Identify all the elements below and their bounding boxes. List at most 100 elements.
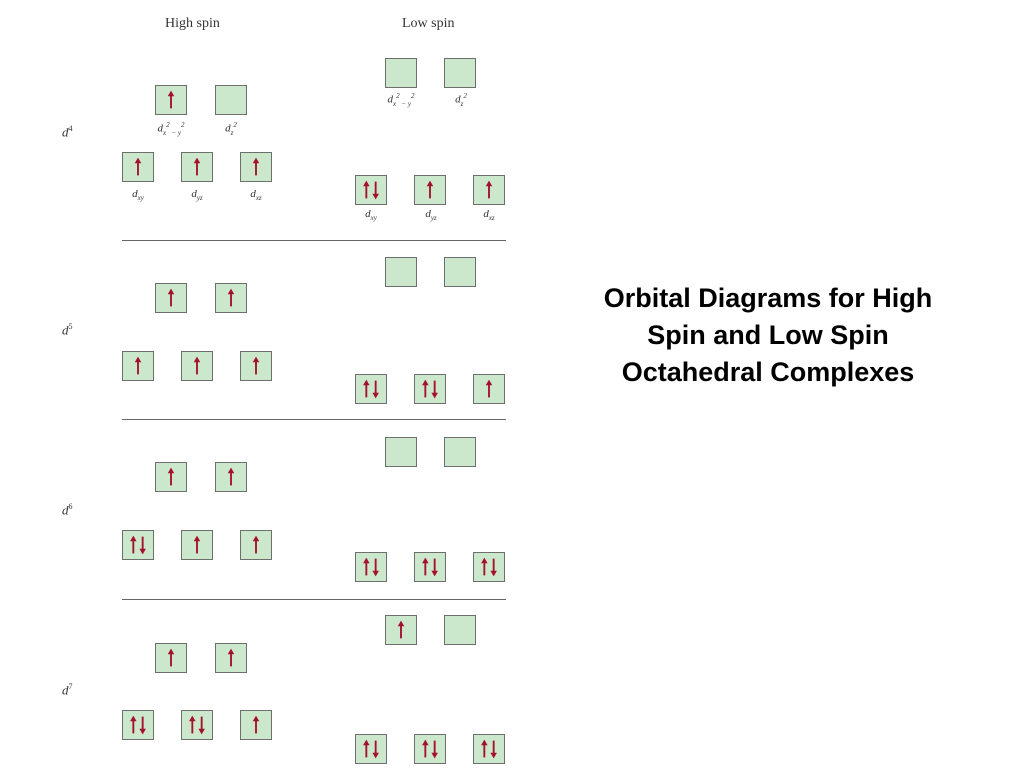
electron-arrows xyxy=(193,535,201,554)
electron-arrows xyxy=(130,535,146,555)
spin-up-arrow-icon xyxy=(363,557,370,564)
electron-arrows xyxy=(134,356,142,375)
electron-arrows xyxy=(386,438,416,466)
electron-arrows xyxy=(445,616,475,644)
orbital-label-dxz: dxz xyxy=(250,188,262,203)
spin-up-arrow-icon xyxy=(363,379,370,386)
electron-arrows xyxy=(227,648,235,667)
orbital-box-up xyxy=(240,351,272,381)
section-divider xyxy=(122,419,506,420)
spin-up-arrow-icon xyxy=(167,648,175,655)
orbital-box-pair xyxy=(473,552,505,582)
electron-arrows xyxy=(252,715,260,734)
spin-down-arrow-icon xyxy=(490,752,497,759)
spin-down-arrow-icon xyxy=(372,193,379,200)
spin-down-arrow-icon xyxy=(198,728,205,735)
spin-up-arrow-icon xyxy=(167,467,175,474)
low-spin-header: Low spin xyxy=(402,16,455,31)
orbital-label-dxy: dxy xyxy=(365,208,377,223)
orbital-box-up xyxy=(240,530,272,560)
spin-up-arrow-icon xyxy=(130,535,137,542)
spin-up-arrow-icon xyxy=(485,180,493,187)
electron-arrows xyxy=(481,739,497,759)
orbital-box-up xyxy=(155,643,187,673)
orbital-box-empty xyxy=(444,615,476,645)
orbital-label-dx2-y2: dx2 − y2 xyxy=(157,121,185,137)
electron-arrows xyxy=(485,180,493,199)
spin-up-arrow-icon xyxy=(193,157,201,164)
orbital-box-up xyxy=(215,643,247,673)
orbital-box-up xyxy=(155,283,187,313)
electron-arrows xyxy=(216,86,246,114)
spin-up-arrow-icon xyxy=(130,715,137,722)
spin-down-arrow-icon xyxy=(431,392,438,399)
orbital-label-dxy: dxy xyxy=(132,188,144,203)
spin-up-arrow-icon xyxy=(422,557,429,564)
orbital-box-up xyxy=(215,462,247,492)
spin-up-arrow-icon xyxy=(227,648,235,655)
spin-up-arrow-icon xyxy=(422,739,429,746)
orbital-box-up xyxy=(181,152,213,182)
orbital-box-up xyxy=(240,710,272,740)
orbital-box-pair xyxy=(355,374,387,404)
spin-up-arrow-icon xyxy=(363,739,370,746)
config-label-d4: d4 xyxy=(62,124,73,140)
orbital-box-up xyxy=(122,351,154,381)
electron-arrows xyxy=(363,557,379,577)
orbital-box-pair xyxy=(181,710,213,740)
electron-arrows xyxy=(386,59,416,87)
orbital-label-dyz: dyz xyxy=(191,188,203,203)
spin-up-arrow-icon xyxy=(134,356,142,363)
orbital-box-up xyxy=(181,351,213,381)
orbital-box-up xyxy=(473,374,505,404)
spin-up-arrow-icon xyxy=(134,157,142,164)
orbital-box-pair xyxy=(414,374,446,404)
orbital-label-dz2: dz2 xyxy=(455,92,467,108)
spin-up-arrow-icon xyxy=(252,356,260,363)
spin-down-arrow-icon xyxy=(372,392,379,399)
spin-up-arrow-icon xyxy=(193,356,201,363)
electron-arrows xyxy=(227,467,235,486)
orbital-label-dxz: dxz xyxy=(483,208,495,223)
orbital-box-up xyxy=(155,462,187,492)
orbital-label-dyz: dyz xyxy=(425,208,437,223)
slide-title: Orbital Diagrams for High Spin and Low S… xyxy=(603,283,933,387)
spin-down-arrow-icon xyxy=(431,752,438,759)
orbital-box-pair xyxy=(414,734,446,764)
spin-down-arrow-icon xyxy=(490,570,497,577)
spin-up-arrow-icon xyxy=(363,180,370,187)
spin-up-arrow-icon xyxy=(227,467,235,474)
electron-arrows xyxy=(363,180,379,200)
spin-up-arrow-icon xyxy=(426,180,434,187)
orbital-box-empty xyxy=(215,85,247,115)
electron-arrows xyxy=(252,356,260,375)
electron-arrows xyxy=(134,157,142,176)
spin-down-arrow-icon xyxy=(139,728,146,735)
electron-arrows xyxy=(426,180,434,199)
electron-arrows xyxy=(167,467,175,486)
spin-up-arrow-icon xyxy=(481,557,488,564)
section-divider xyxy=(122,240,506,241)
spin-up-arrow-icon xyxy=(189,715,196,722)
orbital-box-up xyxy=(385,615,417,645)
orbital-box-up xyxy=(181,530,213,560)
electron-arrows xyxy=(193,157,201,176)
electron-arrows xyxy=(252,535,260,554)
spin-down-arrow-icon xyxy=(372,752,379,759)
spin-up-arrow-icon xyxy=(167,90,175,97)
electron-arrows xyxy=(481,557,497,577)
electron-arrows xyxy=(189,715,205,735)
electron-arrows xyxy=(422,739,438,759)
orbital-box-pair xyxy=(414,552,446,582)
orbital-box-up xyxy=(215,283,247,313)
high-spin-header: High spin xyxy=(165,16,220,31)
spin-up-arrow-icon xyxy=(227,288,235,295)
orbital-box-pair xyxy=(355,734,387,764)
orbital-box-up xyxy=(122,152,154,182)
spin-up-arrow-icon xyxy=(397,620,405,627)
electron-arrows xyxy=(485,379,493,398)
spin-up-arrow-icon xyxy=(422,379,429,386)
orbital-box-pair xyxy=(355,175,387,205)
config-label-d6: d6 xyxy=(62,502,73,518)
electron-arrows xyxy=(193,356,201,375)
